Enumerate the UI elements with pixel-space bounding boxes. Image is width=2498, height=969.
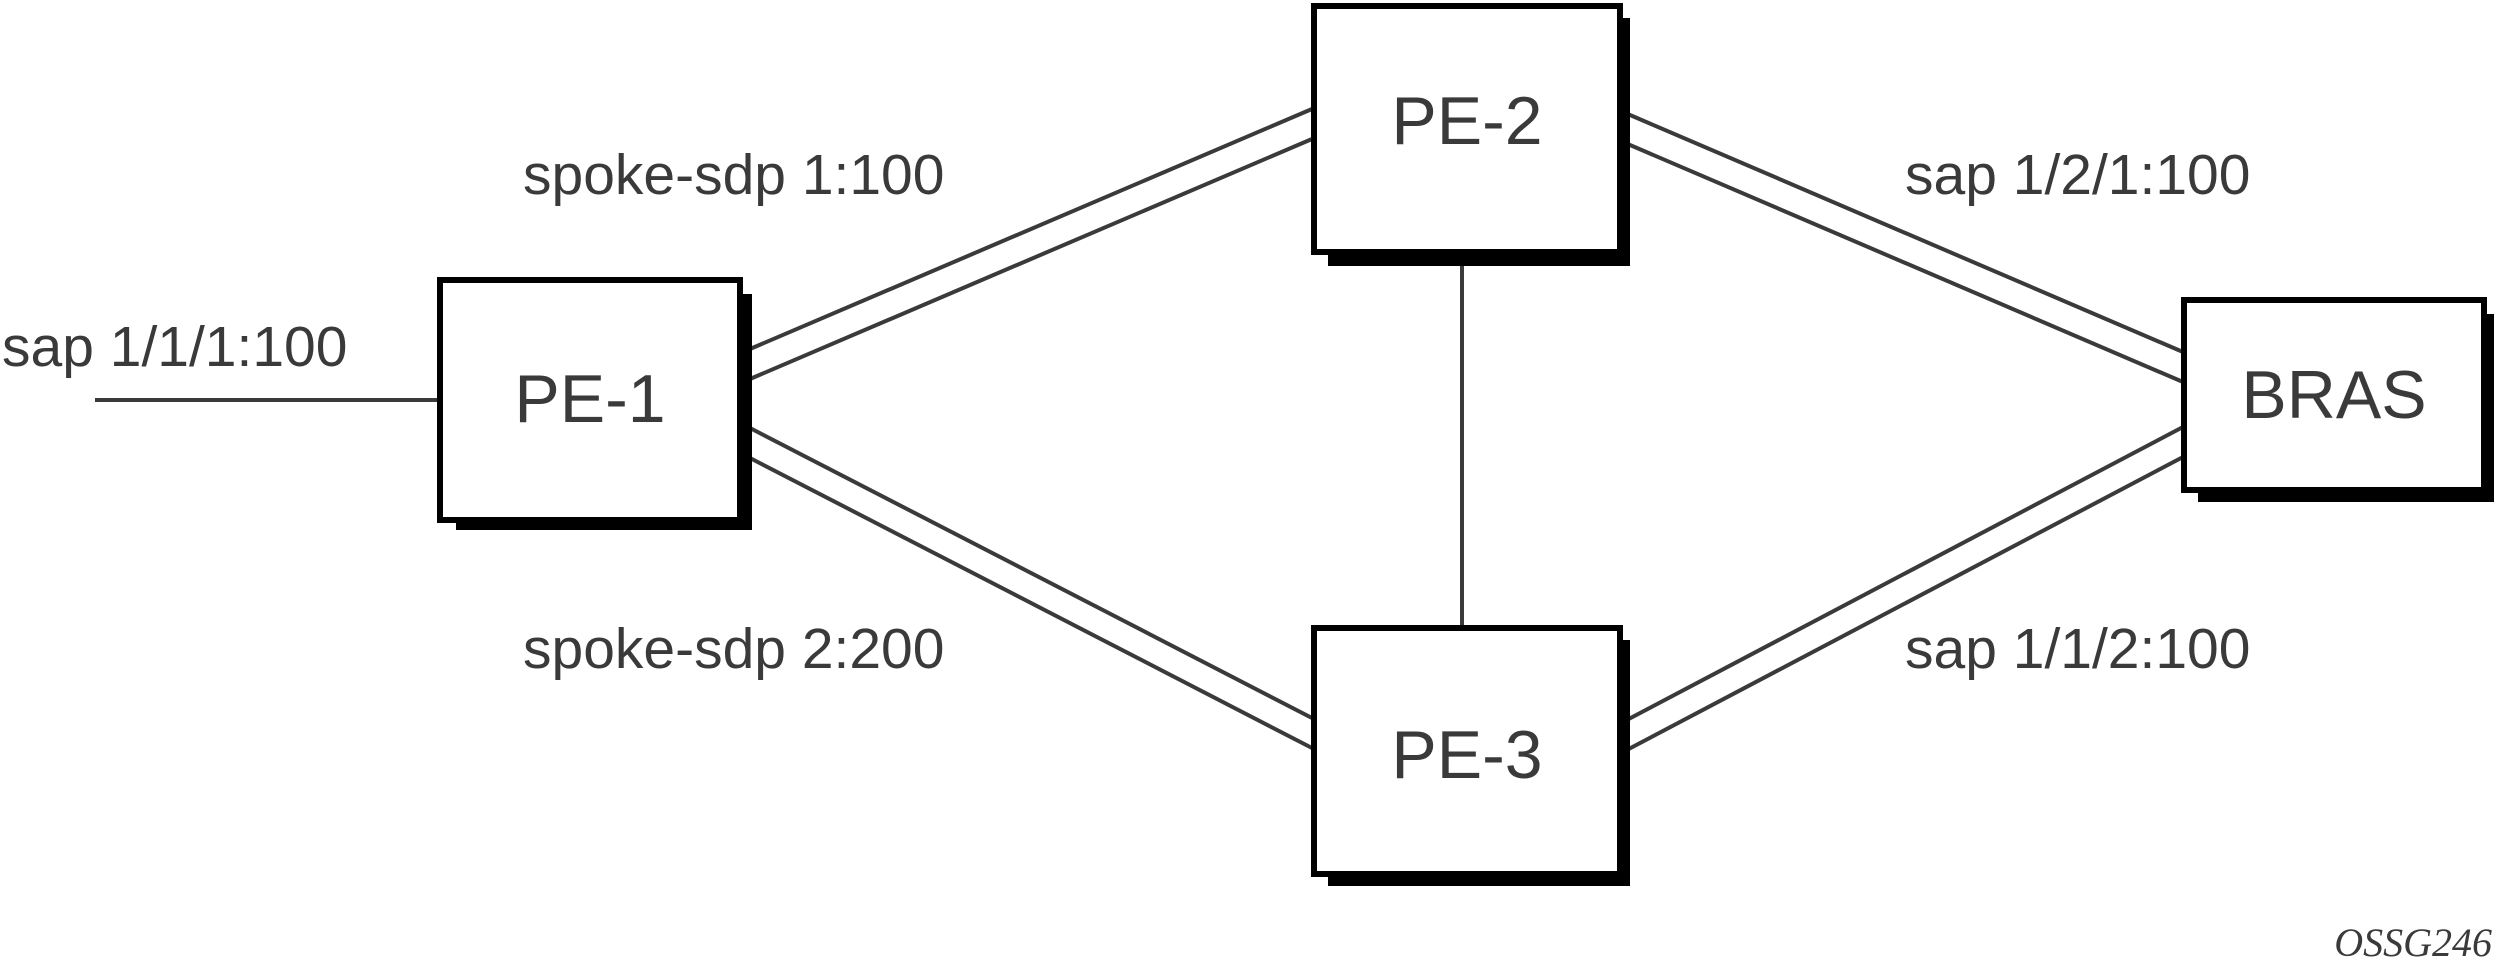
link-pe1-pe3	[749, 426, 1313, 750]
node-pe3-label: PE-3	[1391, 717, 1542, 793]
label-sap-pe2-bras: sap 1/2/1:100	[1905, 143, 2250, 207]
node-bras-label: BRAS	[2241, 357, 2426, 433]
label-sap-pe1: sap 1/1/1:100	[2, 315, 347, 379]
label-spoke-pe1-pe2: spoke-sdp 1:100	[523, 143, 944, 207]
label-sap-pe3-bras: sap 1/1/2:100	[1905, 617, 2250, 681]
node-pe2: PE-2	[1311, 3, 1630, 266]
figure-id: OSSG246	[2334, 920, 2492, 965]
link-pe3-bras	[1622, 425, 2184, 754]
link-pe2-bras	[1622, 110, 2184, 384]
node-pe1: PE-1	[437, 277, 752, 530]
node-pe1-label: PE-1	[514, 361, 665, 437]
node-pe2-label: PE-2	[1391, 83, 1542, 159]
node-pe3: PE-3	[1311, 625, 1630, 886]
link-pe1-pe2	[749, 107, 1313, 381]
node-bras: BRAS	[2181, 297, 2494, 502]
label-spoke-pe1-pe3: spoke-sdp 2:200	[523, 617, 944, 681]
